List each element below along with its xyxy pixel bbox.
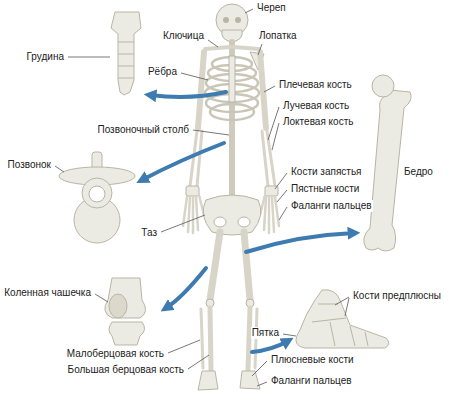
bone-label: Коленная чашечка xyxy=(3,287,92,299)
skeleton-figure xyxy=(183,4,279,390)
bone-label: Таз xyxy=(140,227,158,239)
bone-label: Грудина xyxy=(26,51,65,63)
bone-label: Бедро xyxy=(403,166,434,178)
bone-label: Ключица xyxy=(162,30,205,42)
bone-label: Плечевая кость xyxy=(278,79,353,91)
bone-label: Пятка xyxy=(251,327,280,339)
bone-label: Фаланги пальцев xyxy=(290,200,373,212)
bone-label: Череп xyxy=(256,2,287,14)
bone-label: Большая берцовая кость xyxy=(67,364,185,376)
bone-label: Позвонок xyxy=(7,159,52,171)
leader-lines xyxy=(55,9,349,386)
bone-label: Фаланги пальцев xyxy=(270,375,353,387)
bone-label: Позвоночный столб xyxy=(96,124,190,136)
sternum-inset xyxy=(111,12,141,95)
knee-inset xyxy=(105,278,146,345)
bone-label: Лопатка xyxy=(258,30,298,42)
bone-label: Пястные кости xyxy=(290,183,360,195)
bone-label: Кости предплюсны xyxy=(352,290,442,302)
bone-label: Кости запястья xyxy=(290,166,363,178)
bone-label: Плюсневые кости xyxy=(270,354,355,366)
bone-label: Лучевая кость xyxy=(282,100,350,112)
bone-label: Рёбра xyxy=(147,66,178,78)
femur-inset xyxy=(364,75,411,251)
vertebra-inset xyxy=(59,152,135,243)
bone-label: Локтевая кость xyxy=(282,116,354,128)
bone-label: Малоберцовая кость xyxy=(66,348,165,360)
